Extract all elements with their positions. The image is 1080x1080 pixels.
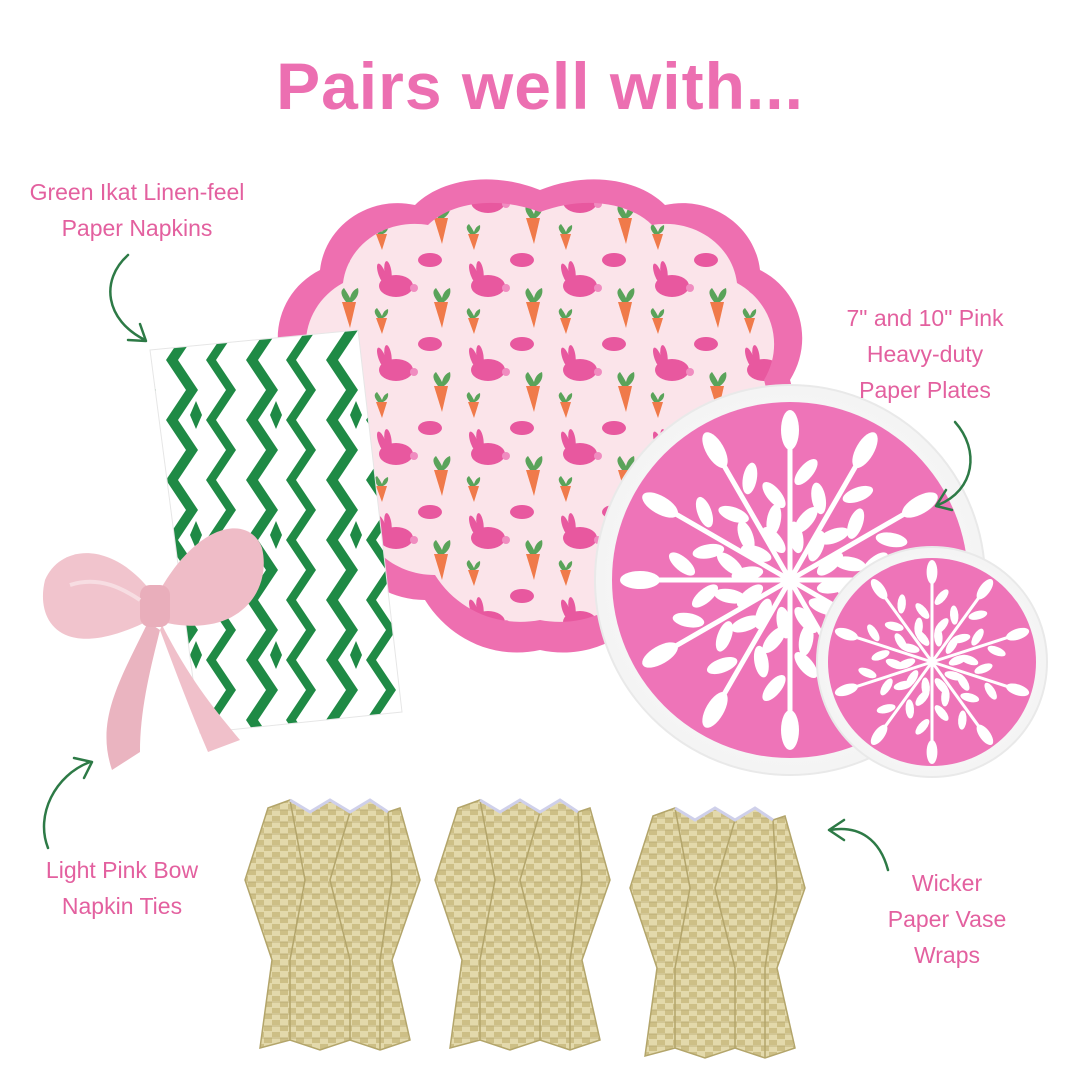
label-line: Paper Plates [859, 377, 991, 403]
label-line: Wraps [913, 942, 981, 968]
label-line: Paper Napkins [61, 215, 213, 241]
label-line: Heavy-duty [866, 341, 984, 367]
arrow-napkins-icon [109, 253, 148, 343]
wicker-vase-image [244, 798, 806, 1059]
arrow-bow-icon [42, 756, 94, 850]
label-line: Napkin Ties [61, 893, 183, 919]
label-line: Paper Vase [887, 906, 1007, 932]
arrow-vase-icon [827, 818, 890, 872]
label-green-ikat-napkins[interactable]: Green Ikat Linen-feel Paper Napkins [8, 174, 266, 246]
pink-plates-image [594, 384, 1048, 778]
label-line: Wicker [911, 870, 983, 896]
label-line: Light Pink Bow [45, 857, 199, 883]
arrow-plates-icon [934, 420, 972, 512]
page-title: Pairs well with... [276, 49, 804, 123]
pink-bow-image [42, 528, 264, 770]
label-line: 7" and 10" Pink [846, 305, 1004, 331]
label-wicker-vase-wraps[interactable]: Wicker Paper Vase Wraps [860, 865, 1034, 973]
label-pink-paper-plates[interactable]: 7" and 10" Pink Heavy-duty Paper Plates [820, 300, 1030, 408]
label-light-pink-bow[interactable]: Light Pink Bow Napkin Ties [22, 852, 222, 924]
label-line: Green Ikat Linen-feel [29, 179, 245, 205]
